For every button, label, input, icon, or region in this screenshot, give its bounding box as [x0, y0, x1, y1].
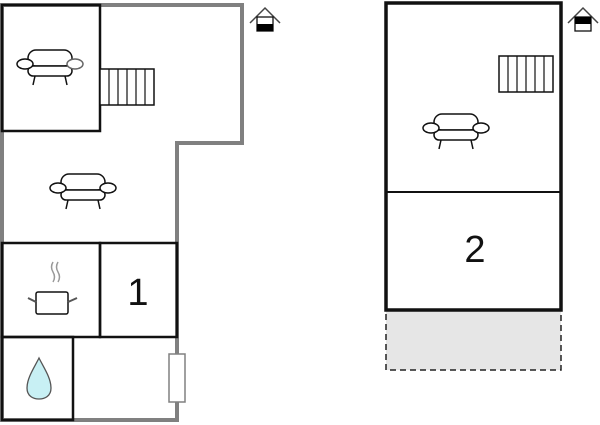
upper-floor-plan: 2 [384, 1, 599, 371]
ground-floor-plan: 1 [0, 3, 281, 422]
room-bedroom-1 [98, 241, 179, 339]
water-drop-icon [26, 356, 52, 400]
door-icon [168, 353, 186, 403]
room-label-2: 2 [464, 229, 485, 271]
sofa-icon [422, 113, 490, 150]
room-label-1: 1 [127, 272, 148, 314]
sofa-icon [16, 49, 84, 86]
terrace [385, 309, 562, 371]
room-living-upper [0, 3, 102, 133]
stairs-icon [498, 55, 554, 93]
sofa-icon [49, 173, 117, 210]
stairs-icon [99, 68, 155, 106]
upper-floor-icon [567, 6, 599, 32]
room-bathroom [0, 335, 75, 422]
cooking-pot-icon [27, 261, 78, 315]
ground-floor-icon [249, 6, 281, 32]
upper-floor-outer-wall [384, 1, 563, 312]
